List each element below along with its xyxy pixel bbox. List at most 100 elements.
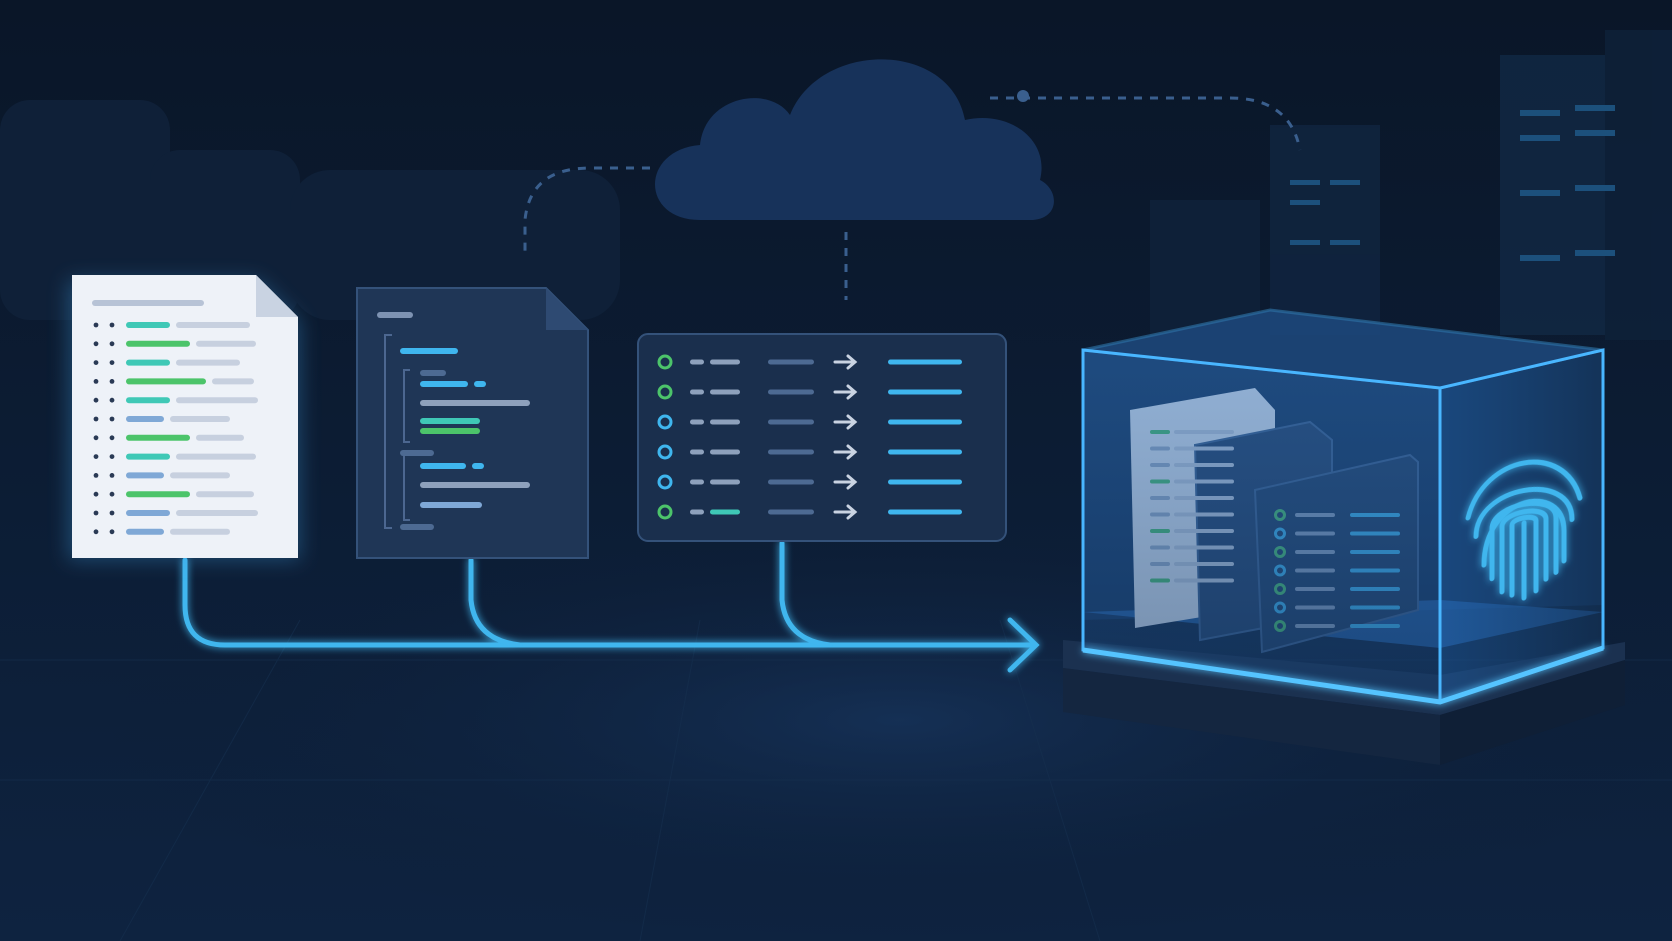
server-led-bar	[1575, 105, 1615, 111]
status-ring	[657, 414, 673, 430]
bullet-dot	[109, 379, 115, 384]
table-key-short	[690, 419, 704, 425]
table-key-short	[690, 449, 704, 455]
fingerprint-ridge	[1489, 500, 1559, 582]
table-key-short	[690, 479, 704, 485]
code-line	[420, 463, 466, 469]
table-panel	[637, 333, 1007, 542]
arrow-right-icon	[833, 414, 858, 430]
bullet-dot	[93, 435, 99, 441]
doc-accent-line	[126, 397, 170, 404]
code-line	[400, 450, 434, 456]
connector-node	[1017, 90, 1029, 102]
server-led-bar	[1290, 180, 1320, 185]
table-value	[768, 479, 814, 485]
doc-text-line	[176, 397, 258, 404]
bullet-dot	[93, 473, 99, 478]
arrow-right-icon	[1007, 617, 1040, 673]
bullet-dot	[93, 397, 99, 403]
table-value	[768, 509, 814, 515]
server-led-bar	[1575, 130, 1615, 136]
code-line	[474, 381, 486, 387]
bullet-dot	[93, 491, 99, 497]
status-ring	[657, 474, 673, 490]
doc-text-line	[170, 416, 230, 422]
flow-line-doc2	[468, 557, 523, 648]
table-key-long	[710, 359, 740, 365]
bullet-dot	[109, 473, 115, 478]
bullet-dot	[109, 435, 115, 441]
doc-text-line	[196, 491, 254, 498]
table-value	[768, 359, 814, 365]
vault-base-side	[1440, 660, 1625, 765]
code-line	[420, 381, 468, 387]
grid-line	[119, 619, 301, 941]
vault-glass-front	[1081, 348, 1442, 704]
code-line	[472, 463, 484, 469]
table-value	[768, 389, 814, 395]
server-led-bar	[1520, 110, 1560, 116]
doc-accent-line	[126, 359, 170, 366]
bullet-dot	[93, 454, 99, 459]
vault-bottom-edge	[1082, 645, 1604, 705]
code-line	[420, 418, 480, 424]
code-bracket-outer	[384, 334, 392, 529]
floor-grid	[0, 619, 1672, 941]
doc-accent-line	[126, 453, 170, 460]
dashed-link-left	[523, 166, 650, 255]
doc-accent-line	[126, 528, 164, 535]
code-line	[420, 400, 530, 406]
bullet-dot	[109, 341, 115, 347]
server-led-bar	[1290, 200, 1320, 205]
doc-lines	[93, 322, 258, 535]
skyline-left	[0, 100, 620, 320]
arrow-right-icon	[833, 474, 858, 490]
server-rack	[1605, 30, 1672, 340]
table-target	[888, 479, 962, 485]
doc-title-line	[92, 300, 204, 306]
arrow-right-icon	[833, 354, 858, 370]
code-line	[400, 524, 434, 530]
server-led-bar	[1575, 250, 1615, 256]
dashed-connectors	[523, 96, 1302, 300]
server-led-bar	[1290, 240, 1320, 245]
doc-text-line	[196, 340, 256, 347]
doc-text-line	[176, 322, 250, 328]
table-key-short	[690, 509, 704, 515]
doc-accent-line	[126, 416, 164, 422]
bullet-dot	[109, 322, 115, 328]
doc-accent-line	[126, 434, 190, 441]
bullet-dot	[93, 416, 99, 422]
flow-lines	[182, 540, 1040, 673]
doc-text-line	[170, 528, 230, 535]
doc-text-line	[176, 453, 256, 460]
table-target	[888, 449, 962, 455]
server-led-bar	[1330, 180, 1360, 185]
bullet-dot	[93, 379, 99, 384]
doc-text-line	[176, 359, 240, 366]
flow-line-table	[779, 540, 833, 648]
table-target	[888, 389, 962, 395]
table-target	[888, 509, 962, 515]
code-line	[420, 502, 482, 508]
cloud-icon	[655, 59, 1054, 220]
doc-accent-line	[126, 378, 206, 385]
bullet-dot	[93, 360, 99, 365]
dashed-link-right	[990, 96, 1302, 151]
server-led-bar	[1330, 240, 1360, 245]
server-led-bar	[1520, 190, 1560, 196]
code-line	[420, 428, 480, 434]
server-rack-icon	[1150, 30, 1672, 340]
fingerprint-ridge	[1499, 508, 1549, 595]
arrow-right-icon	[833, 444, 858, 460]
fingerprint-icon	[1465, 459, 1583, 601]
skyline-block	[290, 170, 620, 320]
doc-accent-line	[126, 510, 170, 516]
fingerprint-ridge	[1473, 486, 1575, 540]
server-led-bar	[1575, 185, 1615, 191]
arrow-right-icon	[833, 504, 858, 520]
vault-base-front	[1063, 668, 1440, 765]
server-rack	[1270, 125, 1380, 335]
code-doc-title	[377, 312, 413, 318]
